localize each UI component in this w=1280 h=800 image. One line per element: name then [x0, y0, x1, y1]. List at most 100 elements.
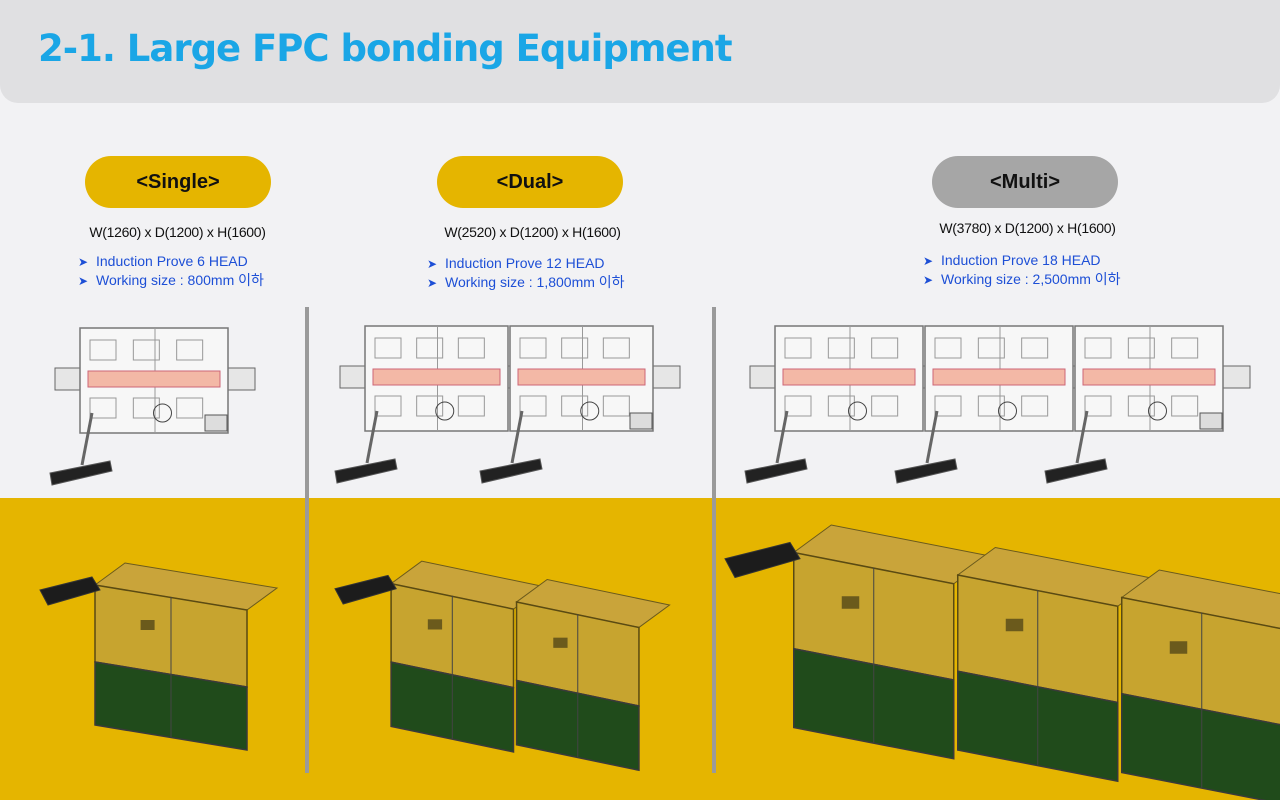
spec-item: ➤Induction Prove 6 HEAD — [78, 253, 248, 269]
bonding-head-outline — [784, 337, 812, 359]
bonding-head-outline — [1021, 395, 1049, 417]
rotary-table-circle — [1148, 401, 1167, 421]
monitor-panel — [479, 458, 543, 484]
variant-badge-single: <Single> — [85, 156, 271, 208]
bonding-head-outline — [519, 337, 547, 359]
bonding-head-outline — [784, 395, 812, 417]
heater-stage — [372, 368, 501, 386]
bonding-head-outline — [457, 395, 485, 417]
bonding-head-outline — [1171, 395, 1199, 417]
bonding-head-outline — [176, 397, 204, 419]
bonding-head-outline — [827, 337, 855, 359]
variant-dimensions: W(1260) x D(1200) x H(1600) — [89, 224, 266, 240]
bonding-head-outline — [561, 337, 589, 359]
monitor-panel — [724, 541, 801, 579]
bonding-unit — [1169, 641, 1188, 654]
arrow-bullet-icon: ➤ — [923, 254, 934, 268]
render-3d-multi — [724, 524, 1280, 800]
bonding-head-outline — [977, 337, 1005, 359]
bonding-unit — [553, 637, 568, 648]
column-divider — [712, 307, 716, 773]
control-box — [204, 414, 228, 432]
bonding-head-outline — [416, 395, 444, 417]
bonding-head-outline — [1084, 395, 1112, 417]
bonding-head-outline — [871, 395, 899, 417]
bonding-head-outline — [1084, 337, 1112, 359]
monitor-arm — [510, 410, 524, 464]
spec-item: ➤Working size : 2,500mm 이하 — [923, 271, 1121, 287]
variant-dimensions: W(3780) x D(1200) x H(1600) — [939, 220, 1116, 236]
monitor-arm — [925, 410, 939, 464]
bonding-head-outline — [374, 395, 402, 417]
arrow-bullet-icon: ➤ — [78, 255, 89, 269]
bonding-head-outline — [1127, 337, 1155, 359]
monitor-panel — [1044, 458, 1108, 484]
render-3d-single — [39, 562, 279, 751]
bonding-head-outline — [176, 339, 204, 361]
spec-item: ➤Working size : 1,800mm 이하 — [427, 274, 625, 290]
bonding-unit — [140, 620, 155, 630]
variant-dimensions: W(2520) x D(1200) x H(1600) — [444, 224, 621, 240]
bonding-head-outline — [1171, 337, 1199, 359]
arrow-bullet-icon: ➤ — [427, 276, 438, 290]
page-title: 2-1. Large FPC bonding Equipment — [38, 27, 733, 70]
render-3d-dual — [334, 560, 671, 772]
machine-base-cabinet — [1121, 692, 1280, 800]
rotary-table-circle — [998, 401, 1017, 421]
bonding-head-outline — [457, 337, 485, 359]
monitor-panel — [334, 574, 397, 605]
monitor-arm — [80, 412, 94, 466]
control-box — [1199, 412, 1223, 430]
arrow-bullet-icon: ➤ — [78, 274, 89, 288]
rotary-table-circle — [153, 403, 172, 423]
bonding-head-outline — [89, 397, 117, 419]
rotary-table-circle — [848, 401, 867, 421]
monitor-panel — [334, 458, 398, 484]
monitor-panel — [49, 460, 113, 486]
bonding-head-outline — [602, 337, 630, 359]
monitor-arm — [365, 410, 379, 464]
monitor-panel — [744, 458, 808, 484]
variant-spec-list: ➤Induction Prove 12 HEAD ➤Working size :… — [427, 254, 625, 292]
machine-glass-front — [1121, 596, 1280, 726]
bonding-head-outline — [1021, 337, 1049, 359]
bonding-head-outline — [519, 395, 547, 417]
bonding-unit — [427, 619, 443, 630]
bonding-head-outline — [934, 337, 962, 359]
spec-item: ➤Induction Prove 18 HEAD — [923, 252, 1101, 268]
spec-item: ➤Induction Prove 12 HEAD — [427, 255, 605, 271]
bonding-head-outline — [602, 395, 630, 417]
bonding-unit — [841, 596, 860, 609]
top-view-drawing-single — [49, 327, 256, 486]
monitor-arm — [1075, 410, 1089, 464]
rotary-table-circle — [435, 401, 455, 421]
variant-badge-dual: <Dual> — [437, 156, 623, 208]
column-divider — [305, 307, 309, 773]
spec-item: ➤Working size : 800mm 이하 — [78, 272, 264, 288]
bonding-head-outline — [871, 337, 899, 359]
control-box — [629, 412, 653, 430]
bonding-head-outline — [89, 339, 117, 361]
variant-spec-list: ➤Induction Prove 18 HEAD ➤Working size :… — [923, 251, 1121, 289]
bonding-head-outline — [827, 395, 855, 417]
heater-stage — [1082, 368, 1216, 386]
top-view-drawing-multi — [744, 325, 1251, 484]
variant-spec-list: ➤Induction Prove 6 HEAD ➤Working size : … — [78, 252, 264, 290]
page-header: 2-1. Large FPC bonding Equipment — [0, 0, 1280, 103]
monitor-panel — [39, 576, 101, 606]
monitor-panel — [894, 458, 958, 484]
top-view-drawing-dual — [334, 325, 681, 484]
heater-stage — [517, 368, 646, 386]
heater-stage — [782, 368, 916, 386]
bonding-unit — [1005, 618, 1024, 632]
variant-badge-multi: <Multi> — [932, 156, 1118, 208]
bonding-head-outline — [1127, 395, 1155, 417]
heater-stage — [932, 368, 1066, 386]
heater-stage — [87, 370, 221, 388]
bonding-head-outline — [374, 337, 402, 359]
bonding-head-outline — [416, 337, 444, 359]
bonding-head-outline — [132, 397, 160, 419]
bonding-head-outline — [934, 395, 962, 417]
rotary-table-circle — [580, 401, 600, 421]
bonding-head-outline — [977, 395, 1005, 417]
